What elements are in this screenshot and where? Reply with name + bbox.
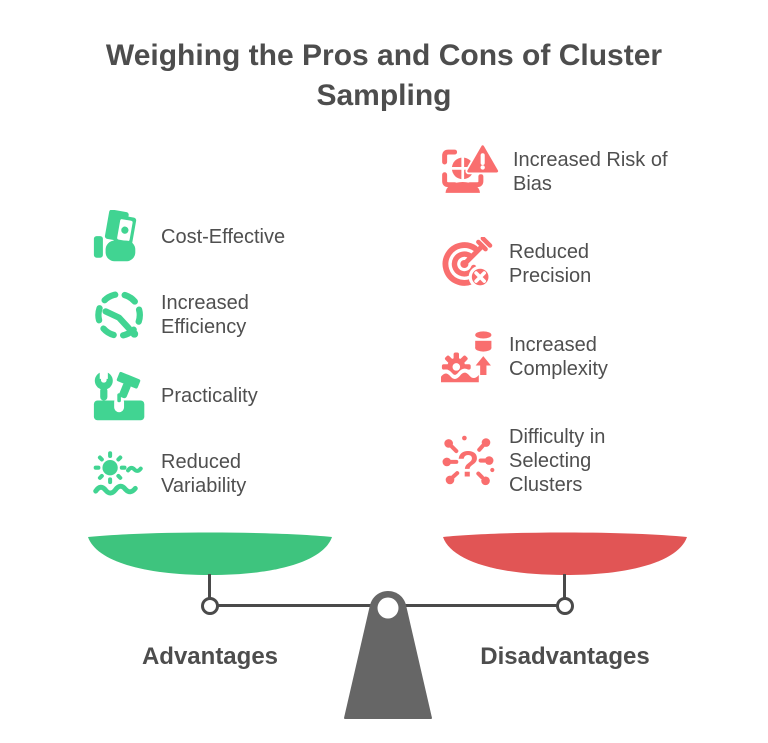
scale-fulcrum [340,589,436,721]
item-label: Reduced Precision [509,241,592,287]
disadvantages-label: Disadvantages [480,643,650,670]
page-title: Weighing the Pros and Cons of Cluster Sa… [105,39,663,112]
person-warning-icon [441,143,500,200]
left-pan-stem [208,574,211,600]
efficiency-gauge-icon [93,288,147,342]
item-label: Difficulty in Selecting Clusters [509,426,606,496]
left-pivot-ring [201,597,219,615]
gear-database-icon [439,330,495,384]
disadvantage-item-reduced-precision: Reduced Precision [441,236,667,291]
advantages-pan [85,530,335,577]
item-label: Reduced Variability [161,451,247,497]
disadvantages-pan [440,530,690,577]
tools-icon [93,369,147,423]
svg-text:?: ? [457,443,479,484]
money-hand-icon [93,209,147,264]
item-label: Practicality [161,385,258,407]
disadvantage-item-difficulty-selecting: ? Difficulty in Selecting Clusters [441,425,667,497]
advantage-item-reduced-variability: Reduced Variability [93,447,319,501]
disadvantage-item-increased-complexity: Increased Complexity [439,330,667,384]
cluster-question-icon: ? [441,434,495,488]
right-pan-stem [563,574,566,600]
right-pivot-ring [556,597,574,615]
disadvantage-item-risk-of-bias: Increased Risk of Bias [441,143,671,200]
item-label: Increased Complexity [509,334,608,380]
advantage-item-practicality: Practicality [93,369,258,423]
advantage-item-increased-efficiency: Increased Efficiency [93,288,319,342]
item-label: Increased Efficiency [161,292,249,338]
item-label: Increased Risk of Bias [513,149,668,195]
target-miss-icon [441,236,495,291]
advantages-label: Advantages [141,643,279,670]
advantage-item-cost-effective: Cost-Effective [93,209,286,264]
item-label: Cost-Effective [161,226,286,248]
sun-wave-icon [93,447,147,501]
